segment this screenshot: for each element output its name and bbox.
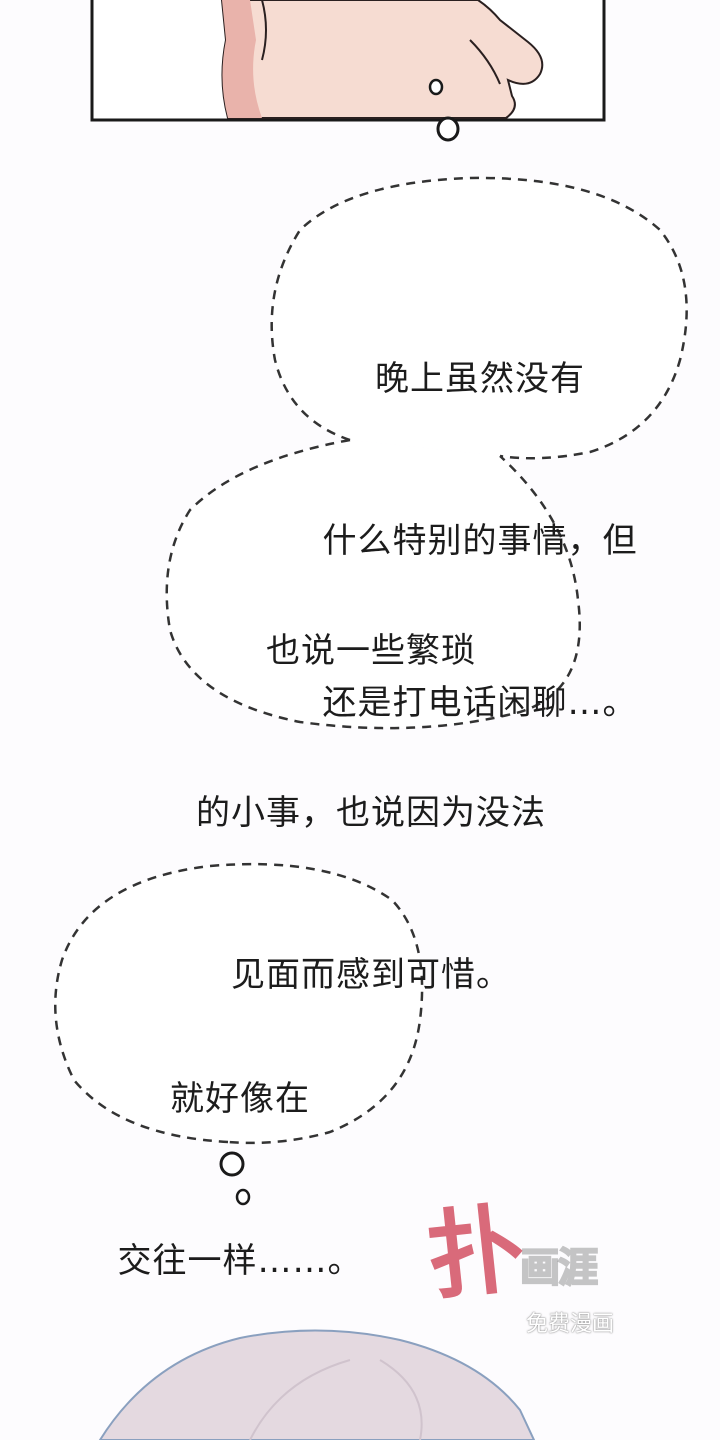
watermark-logo: 画涯	[519, 1244, 599, 1292]
hair-illustration	[98, 1329, 536, 1440]
bubble-line: 还是打电话闲聊…。	[322, 683, 638, 723]
bubble-line: 也说一些繁琐	[266, 631, 476, 671]
thought-dot	[235, 1188, 251, 1206]
bubble-2-text: 也说一些繁琐 的小事，也说因为没法 见面而感到可惜。	[166, 516, 576, 1110]
bubble-line: 就好像在	[170, 1079, 310, 1119]
thought-dot	[436, 116, 460, 142]
bubble-line: 见面而感到可惜。	[231, 955, 511, 995]
hair-strand	[379, 1359, 423, 1440]
bubble-1-text: 晚上虽然没有 什么特别的事情，但 还是打电话闲聊…。	[290, 244, 670, 838]
thought-bubble-2	[165, 438, 582, 730]
hand-illustration	[220, 0, 544, 119]
thought-bubble-1	[270, 176, 688, 460]
sound-effect-text: 扑	[422, 1192, 530, 1314]
thought-dot	[219, 1151, 245, 1177]
hand-line	[261, 0, 267, 61]
bubble-line: 交往一样……。	[117, 1241, 363, 1281]
bubble-line: 什么特别的事情，但	[322, 521, 638, 561]
bubble-line: 晚上虽然没有	[375, 359, 585, 399]
thought-bubble-3	[54, 862, 424, 1145]
hand-shadow	[222, 0, 262, 118]
bubble-line: 的小事，也说因为没法	[196, 793, 546, 833]
hand-line	[469, 39, 501, 85]
watermark-subtitle: 免费漫画	[526, 1312, 615, 1337]
bubble-3-text: 就好像在 交往一样……。	[80, 964, 400, 1396]
thought-dot	[428, 78, 444, 96]
top-panel	[90, 0, 606, 122]
hair-strand	[249, 1359, 351, 1440]
